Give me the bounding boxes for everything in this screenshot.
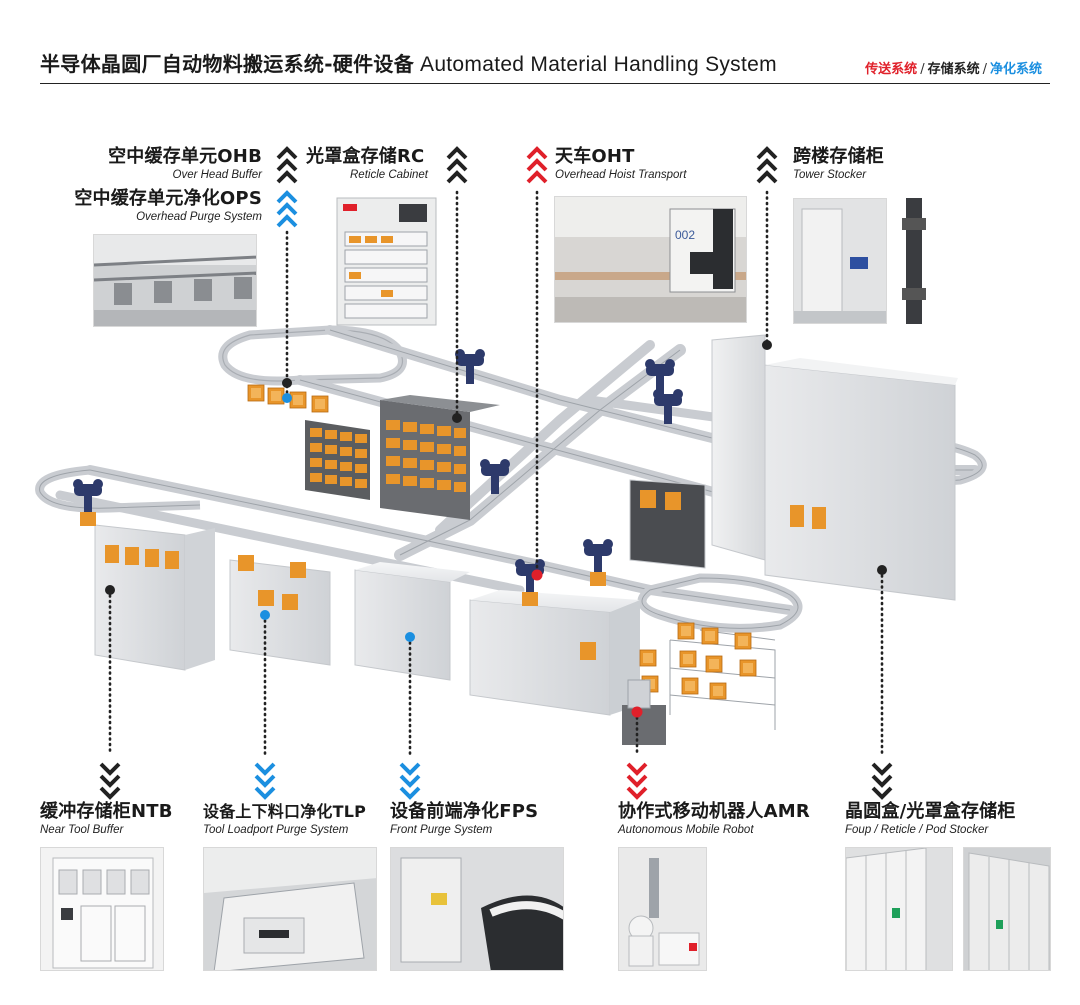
photo-tlp [203, 847, 377, 971]
label-cn: 晶圆盒/光罩盒存储柜 [845, 801, 1016, 822]
photo-ohb [93, 234, 257, 327]
label-cn: 天车OHT [555, 146, 635, 167]
label-cn: 设备上下料口净化TLP [203, 802, 367, 821]
photo-rc [335, 196, 438, 327]
fps-tool-3d [354, 562, 470, 681]
label-en: Foup / Reticle / Pod Stocker [845, 824, 989, 836]
chevron-down-icon [99, 762, 121, 800]
chevron-down-icon [399, 762, 421, 800]
legend-separator: / [920, 62, 925, 77]
category-legend: 传送系统/存储系统/净化系统 [865, 58, 1042, 77]
tower-stocker-3d [711, 334, 958, 601]
label-cn: 空中缓存单元OHB [108, 146, 262, 167]
process-tool-3d [469, 590, 640, 716]
chevron-down-icon [871, 762, 893, 800]
chevron-up-icon [446, 146, 468, 184]
label-ops: 空中缓存单元净化OPS Overhead Purge System [74, 188, 262, 224]
label-en: Overhead Hoist Transport [555, 169, 687, 181]
label-en: Autonomous Mobile Robot [618, 824, 754, 836]
chevron-up-icon [526, 146, 548, 184]
label-tower-stocker: 跨楼存储柜 Tower Stocker [793, 146, 884, 182]
photo-foup-stocker [845, 847, 953, 971]
label-oht: 天车OHT Overhead Hoist Transport [555, 146, 686, 182]
leader-endpoints [105, 340, 887, 718]
label-tlp: 设备上下料口净化TLP Tool Loadport Purge System [203, 801, 366, 837]
ntb-cabinet-3d [94, 524, 215, 671]
label-en: Over Head Buffer [172, 169, 262, 181]
reticle-rack-left [305, 420, 370, 500]
chevron-down-icon [254, 762, 276, 800]
reticle-cabinet-3d [380, 395, 500, 520]
label-fps: 设备前端净化FPS Front Purge System [390, 801, 538, 837]
title-en: Automated Material Handling System [420, 53, 777, 76]
label-en: Tool Loadport Purge System [203, 824, 349, 836]
tlp-tool-3d [229, 555, 331, 666]
rail-loop-lower-right [637, 573, 803, 633]
photo-fps [390, 847, 564, 971]
label-cn: 设备前端净化FPS [390, 801, 539, 822]
chevron-down-icon [626, 762, 648, 800]
title-cn: 半导体晶圆厂自动物料搬运系统-硬件设备 [40, 52, 415, 76]
photo-amr [618, 847, 707, 971]
label-ntb: 缓冲存储柜NTB Near Tool Buffer [40, 801, 173, 837]
photo-oht: 002 [554, 196, 747, 323]
label-cn: 光罩盒存储RC [306, 146, 425, 167]
label-en: Front Purge System [390, 824, 493, 836]
process-tool-2-3d [629, 479, 706, 569]
photo-reticle-stocker [963, 847, 1051, 971]
label-cn: 协作式移动机器人AMR [618, 801, 810, 822]
label-en: Near Tool Buffer [40, 824, 124, 836]
label-amr: 协作式移动机器人AMR Autonomous Mobile Robot [618, 801, 810, 837]
leader-lines [108, 190, 884, 757]
legend-storage: 存储系统 [927, 62, 980, 77]
legend-purge: 净化系统 [989, 62, 1042, 77]
label-ohb: 空中缓存单元OHB Over Head Buffer [108, 146, 262, 182]
chevron-up-icon [276, 146, 298, 184]
photo-tower-lift [897, 198, 931, 324]
label-cn: 空中缓存单元净化OPS [74, 188, 262, 209]
legend-separator: / [982, 62, 987, 77]
chevron-up-icon [276, 190, 298, 228]
legend-transport: 传送系统 [865, 62, 918, 77]
rail-loop-upper-left [218, 325, 407, 386]
oht-unit-number: 002 [675, 228, 695, 242]
label-rc: 光罩盒存储RC Reticle Cabinet [306, 146, 428, 182]
photo-ntb [40, 847, 164, 971]
photo-tower-stocker [793, 198, 887, 324]
label-foup-stocker: 晶圆盒/光罩盒存储柜 Foup / Reticle / Pod Stocker [845, 801, 1016, 837]
label-cn: 跨楼存储柜 [793, 146, 884, 167]
amr-pods [639, 622, 757, 700]
label-en: Overhead Purge System [136, 211, 262, 223]
label-cn: 缓冲存储柜NTB [40, 801, 173, 822]
label-en: Tower Stocker [793, 169, 867, 181]
label-en: Reticle Cabinet [350, 169, 428, 181]
chevron-up-icon [756, 146, 778, 184]
amr-robot-3d [622, 679, 666, 745]
